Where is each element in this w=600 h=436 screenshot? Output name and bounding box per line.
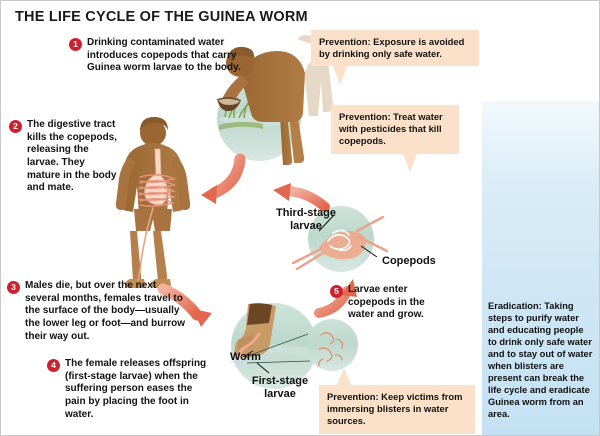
step-4: 4 The female releases offspring (first-s… [47,358,212,421]
prevention-callout-1-text: Prevention: Exposure is avoided by drink… [319,36,465,60]
step-2: 2 The digestive tract kills the copepods… [9,119,119,195]
eradication-panel: Eradication: Taking steps to purify wate… [482,101,599,435]
arrow-cycle-close [273,183,330,212]
step-3-text: Males die, but over the next several mon… [25,280,185,342]
label-worm: Worm [230,351,261,363]
label-third-stage-larvae: Third-stage larvae [276,207,336,232]
step-4-text: The female releases offspring (first-sta… [65,358,207,420]
step-1-text: Drinking contaminated water introduces c… [87,37,241,74]
step-3-badge: 3 [7,281,20,294]
scene-digestive-tract [115,117,191,288]
prevention-callout-3: Prevention: Keep victims from immersing … [319,368,475,434]
prevention-callout-2-text: Prevention: Treat water with pesticides … [339,111,443,147]
arrow-to-body [201,153,246,204]
step-5: 5 Larvae enter copepods in the water and… [330,284,435,322]
step-5-text: Larvae enter copepods in the water and g… [348,284,425,321]
eradication-text: Eradication: Taking steps to purify wate… [488,301,593,419]
prevention-callout-1: Prevention: Exposure is avoided by drink… [311,30,479,86]
step-1-badge: 1 [69,38,82,51]
prevention-callout-3-text: Prevention: Keep victims from immersing … [327,391,463,427]
page-title: THE LIFE CYCLE OF THE GUINEA WORM [15,9,308,25]
label-copepods: Copepods [382,255,436,267]
step-4-badge: 4 [47,359,60,372]
step-3: 3 Males die, but over the next several m… [7,280,189,343]
prevention-callout-2: Prevention: Treat water with pesticides … [331,105,459,172]
step-5-badge: 5 [330,285,343,298]
callout-tail-icon [333,66,347,86]
callout-tail-icon [403,153,417,172]
step-2-badge: 2 [9,120,22,133]
callout-tail-icon [337,368,351,385]
label-first-stage-larvae: First-stage larvae [251,375,309,400]
step-2-text: The digestive tract kills the copepods, … [27,119,118,194]
step-1: 1 Drinking contaminated water introduces… [69,37,244,75]
